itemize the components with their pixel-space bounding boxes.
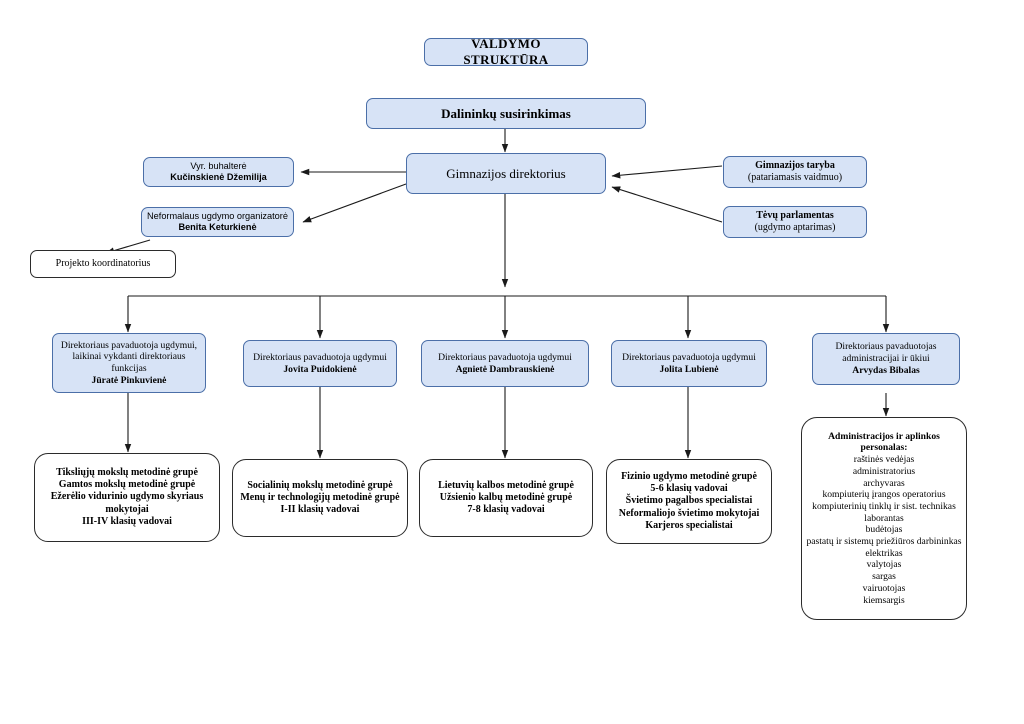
group-line: Fizinio ugdymo metodinė grupė	[621, 471, 757, 483]
node-nonformal-education-organizer[interactable]: Neformalaus ugdymo organizatorė Benita K…	[141, 207, 294, 237]
node-administration-staff[interactable]: Administracijos ir aplinkos personalas: …	[801, 417, 967, 620]
group-line: Socialinių mokslų metodinė grupė	[247, 479, 393, 491]
node-parents-parliament[interactable]: Tėvų parlamentas (ugdymo aptarimas)	[723, 206, 867, 238]
node-director-label: Gimnazijos direktorius	[446, 165, 566, 181]
group-line: Ežerėlio vidurinio ugdymo skyriaus	[50, 491, 204, 503]
admin-staff-item: pastatų ir sistemų priežiūros darbininka…	[806, 536, 962, 548]
group-line: Lietuvių kalbos metodinė grupė	[438, 479, 574, 491]
node-director[interactable]: Gimnazijos direktorius	[406, 153, 606, 194]
node-nonformal-education-organizer-role: Neformalaus ugdymo organizatorė	[147, 210, 288, 221]
node-deputy-director-3-role: Direktoriaus pavaduotoja ugdymui	[438, 351, 572, 363]
group-line: Švietimo pagalbos specialistai	[625, 495, 753, 507]
node-deputy-director-1-role-line3: funkcijas	[111, 363, 147, 374]
node-project-coordinator[interactable]: Projekto koordinatorius	[30, 250, 176, 278]
group-line: Neformaliojo švietimo mokytojai	[618, 507, 760, 519]
admin-staff-item: valytojas	[866, 559, 902, 571]
node-school-council[interactable]: Gimnazijos taryba (patariamasis vaidmuo)	[723, 156, 867, 188]
node-deputy-director-2-role: Direktoriaus pavaduotoja ugdymui	[253, 351, 387, 363]
node-assembly[interactable]: Dalininkų susirinkimas	[366, 98, 646, 129]
node-project-coordinator-label: Projekto koordinatorius	[55, 257, 151, 269]
admin-staff-heading-line2: personalas:	[860, 442, 908, 454]
node-deputy-director-admin-role-line1: Direktoriaus pavaduotojas	[835, 341, 937, 353]
node-methodical-group-2[interactable]: Socialinių mokslų metodinė grupė Menų ir…	[232, 459, 408, 537]
node-deputy-director-1[interactable]: Direktoriaus pavaduotoja ugdymui, laikin…	[52, 333, 206, 393]
admin-staff-item: raštinės vedėjas	[853, 454, 915, 466]
admin-staff-item: budėtojas	[865, 524, 903, 536]
group-line: Gamtos mokslų metodinė grupė	[58, 479, 196, 491]
group-line: Tiksliųjų mokslų metodinė grupė	[56, 467, 198, 479]
node-deputy-director-1-name: Jūratė Pinkuvienė	[91, 374, 167, 386]
node-school-council-subtitle: (patariamasis vaidmuo)	[747, 172, 843, 183]
group-line: mokytojai	[105, 503, 149, 515]
group-line: Menų ir technologijų metodinė grupė	[240, 491, 400, 503]
node-parents-parliament-subtitle: (ugdymo aptarimas)	[754, 222, 836, 233]
admin-staff-item: kompiuterių įrangos operatorius	[822, 489, 946, 501]
group-line: III-IV klasių vadovai	[82, 515, 172, 527]
node-deputy-director-4-name: Jolita Lubienė	[659, 363, 719, 375]
node-chief-accountant-role: Vyr. buhalterė	[190, 160, 247, 171]
node-deputy-director-1-role-line2: laikinai vykdanti direktoriaus	[72, 351, 186, 363]
node-assembly-label: Dalininkų susirinkimas	[441, 105, 571, 121]
admin-staff-item: elektrikas	[865, 547, 903, 559]
admin-staff-item: kiemsargis	[863, 594, 905, 606]
admin-staff-heading-line1: Administracijos ir aplinkos	[828, 430, 940, 442]
group-line: Užsienio kalbų metodinė grupė	[439, 491, 573, 503]
node-methodical-group-1[interactable]: Tiksliųjų mokslų metodinė grupė Gamtos m…	[34, 453, 220, 542]
admin-staff-item: archyvaras	[863, 477, 905, 489]
node-parents-parliament-title: Tėvų parlamentas	[756, 209, 834, 221]
admin-staff-item: administratorius	[852, 465, 916, 477]
chart-title-text: VALDYMO STRUKTŪRA	[463, 36, 549, 67]
node-deputy-director-3[interactable]: Direktoriaus pavaduotoja ugdymui Agnietė…	[421, 340, 589, 387]
admin-staff-item: vairuotojas	[862, 582, 906, 594]
admin-staff-item: sargas	[872, 571, 896, 583]
node-deputy-director-admin-name: Arvydas Bibalas	[852, 364, 920, 376]
group-line: I-II klasių vadovai	[280, 504, 360, 516]
chart-title-box: VALDYMO STRUKTŪRA	[424, 36, 588, 67]
node-deputy-director-4[interactable]: Direktoriaus pavaduotoja ugdymui Jolita …	[611, 340, 767, 387]
group-line: 5-6 klasių vadovai	[650, 483, 728, 495]
group-line: Karjeros specialistai	[645, 519, 733, 531]
node-deputy-director-2-name: Jovita Puidokienė	[283, 363, 357, 375]
node-deputy-director-1-role-line1: Direktoriaus pavaduotoja ugdymui,	[60, 339, 198, 351]
admin-staff-item: laborantas	[864, 512, 904, 524]
node-deputy-director-admin[interactable]: Direktoriaus pavaduotojas administracija…	[812, 333, 960, 385]
node-deputy-director-4-role: Direktoriaus pavaduotoja ugdymui	[622, 351, 756, 363]
node-chief-accountant-name: Kučinskienė Džemilija	[170, 172, 267, 182]
group-line: 7-8 klasių vadovai	[467, 504, 545, 516]
node-methodical-group-4[interactable]: Fizinio ugdymo metodinė grupė 5-6 klasių…	[606, 459, 772, 544]
node-deputy-director-2[interactable]: Direktoriaus pavaduotoja ugdymui Jovita …	[243, 340, 397, 387]
admin-staff-item: kompiuterinių tinklų ir sist. technikas	[812, 500, 956, 512]
node-nonformal-education-organizer-name: Benita Keturkienė	[178, 222, 257, 232]
node-deputy-director-3-name: Agnietė Dambrauskienė	[455, 363, 555, 375]
node-methodical-group-3[interactable]: Lietuvių kalbos metodinė grupė Užsienio …	[419, 459, 593, 537]
node-school-council-title: Gimnazijos taryba	[755, 159, 835, 171]
node-deputy-director-admin-role-line2: administracijai ir ūkiui	[842, 353, 930, 365]
node-chief-accountant[interactable]: Vyr. buhalterė Kučinskienė Džemilija	[143, 157, 294, 187]
